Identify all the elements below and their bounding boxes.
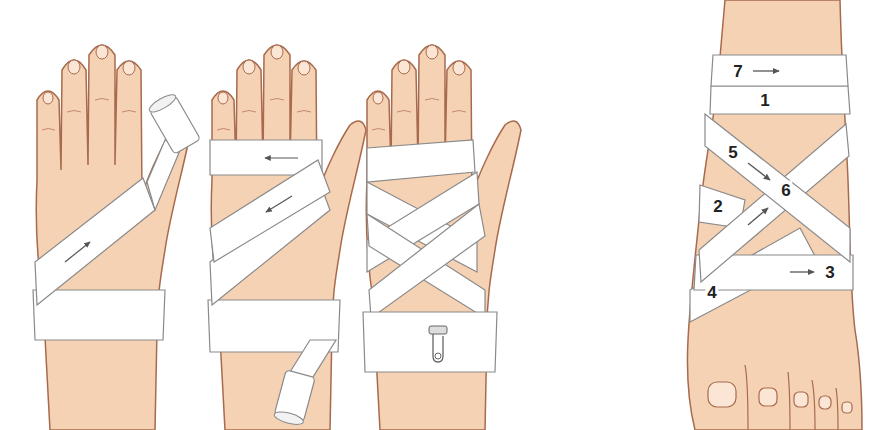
bandage-turn <box>710 86 850 114</box>
bandage-roll <box>273 370 315 427</box>
foot <box>687 0 862 430</box>
safety-pin <box>429 326 447 362</box>
toenail <box>794 392 808 407</box>
direction-arrow <box>753 70 779 71</box>
direction-arrow <box>65 242 90 262</box>
callout-number: 6 <box>779 181 792 200</box>
toe-lines <box>745 365 838 430</box>
bandage-roll <box>147 92 200 155</box>
bandage-turn <box>210 160 330 262</box>
hand-step-3 <box>363 45 521 430</box>
toenail <box>842 402 852 413</box>
callout-number: 3 <box>823 263 836 282</box>
hand-step-2 <box>208 45 366 430</box>
bandage-turn <box>369 204 485 318</box>
toenail <box>819 396 831 409</box>
callout-number: 4 <box>705 283 718 302</box>
direction-arrow <box>748 208 768 225</box>
bandage-turn <box>711 55 848 86</box>
direction-arrow <box>265 157 298 158</box>
direction-arrow <box>266 196 292 212</box>
callout-number: 7 <box>731 62 744 81</box>
toenail <box>708 382 736 407</box>
callout-number: 1 <box>758 91 771 110</box>
bandage-turn <box>33 290 165 340</box>
direction-arrow <box>748 163 770 180</box>
callout-number: 2 <box>711 197 724 216</box>
bandage-turn <box>35 178 155 305</box>
toenail <box>759 388 777 406</box>
callout-number: 5 <box>726 143 739 162</box>
bandage-turn <box>367 140 475 182</box>
bandage-turn <box>705 114 850 262</box>
foot-outline <box>687 0 862 430</box>
hand-step-1 <box>33 45 200 430</box>
bandage-turn <box>363 312 497 372</box>
direction-arrow <box>790 271 814 272</box>
